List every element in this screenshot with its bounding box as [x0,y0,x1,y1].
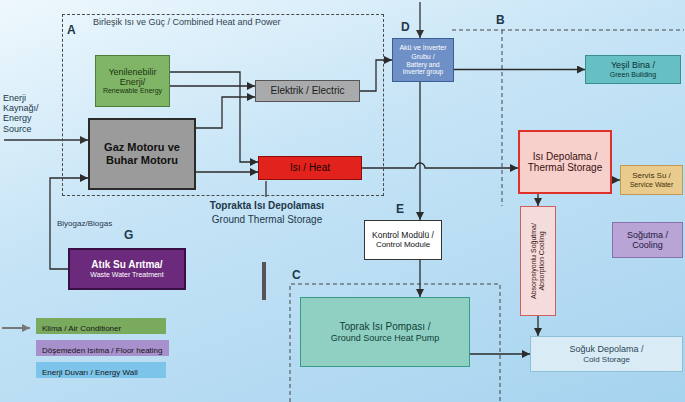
node-text: Soğuk Depolama / [569,344,643,354]
connector [537,316,538,336]
node-text: Renewable Energy [103,87,162,95]
node-text: Green Building [610,71,656,79]
connector [419,260,420,297]
storage-box: Soğuk Depolama /Cold Storage [530,336,683,372]
callout-letter: C [292,269,301,283]
legend-text: Döşemeden Isıtma / Floor heating [42,346,163,355]
legend-text: Enerji Duvarı / Energy Wall [42,368,138,377]
node-text: Servis Su / [632,171,671,180]
process-box: Toprak Isı Pompası /Ground Source Heat P… [300,297,470,367]
connector [470,353,530,354]
node-text: Absorption Cooling [538,231,546,290]
connector [612,179,620,180]
node-text: Absorpsiyonlu Soğutma/ [530,223,538,299]
process-box: Akü ve İnverter Grubu /Battery and Inver… [392,38,454,82]
callout-letter: A [67,24,76,38]
connector [170,85,255,86]
connector [362,163,518,168]
node-text: Waste Water Treatment [90,271,163,279]
node-text: Isı / Heat [290,162,330,174]
connector [196,171,258,172]
node-text: Toprak Isı Pompası / [339,321,430,333]
annotation: Ground Thermal Storage [206,214,328,226]
connector [360,60,392,91]
connector [454,69,585,70]
node-text: Service Water [630,181,674,189]
callout-letter: E [396,203,404,217]
group-region: Birleşik Isı ve Güç / Combined Heat and … [62,14,384,196]
edge-label: Biyogaz/Biogas [55,219,114,228]
node-text: Atık Su Arıtma/ [91,259,162,271]
rotated-text-wrap: Absorpsiyonlu Soğutma/Absorption Cooling [530,210,546,312]
node-text: Battery and Inverter group [396,61,450,76]
node-text: Ground Source Heat Pump [331,333,440,343]
node-text: Cold Storage [583,355,630,364]
annotation: Toprakta Isı Depolaması [206,200,328,212]
region-b-outline [452,30,684,206]
annotation: Enerji Kaynağı/ Energy Source [3,93,61,134]
leader-line [265,181,266,197]
connector [196,97,255,128]
node-text: Yenilenebilir Enerji/ [99,67,166,88]
storage-box: Isı Depolama /Thermal Storage [518,130,612,194]
connector [537,194,538,206]
legend-text: Klima / Air Conditioner [42,324,121,333]
callout-letter: B [496,14,505,28]
legend-swatch: Döşemeden Isıtma / Floor heating [36,340,169,356]
node-text: Yeşil Bina / [611,60,655,70]
callout-letter: G [124,229,133,243]
process-box: Atık Su Arıtma/Waste Water Treatment [68,248,186,290]
input-arrow [4,139,88,140]
process-box: Yeşil Bina /Green Building [585,55,681,84]
node-text: Gaz Motoru ve Buhar Motoru [93,141,191,166]
legend-swatch: Klima / Air Conditioner [36,318,166,334]
node-text: Control Module [376,240,430,249]
input-line [419,2,420,38]
node-text: Thermal Storage [528,162,602,174]
process-box: Yenilenebilir Enerji/Renewable Energy [95,55,170,107]
node-text: Isı Depolama / [533,151,597,163]
node-text: Elektrik / Electric [271,85,345,97]
process-box: Isı / Heat [258,156,362,180]
node-text: Soğutma / Cooling [616,230,679,251]
process-box: Servis Su /Service Water [620,165,683,195]
process-box: Elektrik / Electric [255,80,360,102]
legend-swatch: Enerji Duvarı / Energy Wall [36,362,166,378]
region-title: Birleşik Isı ve Güç / Combined Heat and … [93,17,281,27]
storage-bar [262,262,266,300]
node-text: Kontrol Modülü / [372,231,434,241]
control-box: Kontrol Modülü /Control Module [364,220,442,260]
callout-letter: D [401,21,410,35]
node-text: Akü ve İnverter Grubu / [396,44,450,60]
process-box: Absorpsiyonlu Soğutma/Absorption Cooling [520,206,556,316]
region-c-outline [290,284,500,402]
legend-arrow [2,327,30,329]
legend: Klima / Air ConditionerDöşemeden Isıtma … [36,318,169,384]
process-box: Soğutma / Cooling [612,222,683,258]
connector [419,82,420,220]
engine-box: Gaz Motoru ve Buhar Motoru [88,118,196,190]
